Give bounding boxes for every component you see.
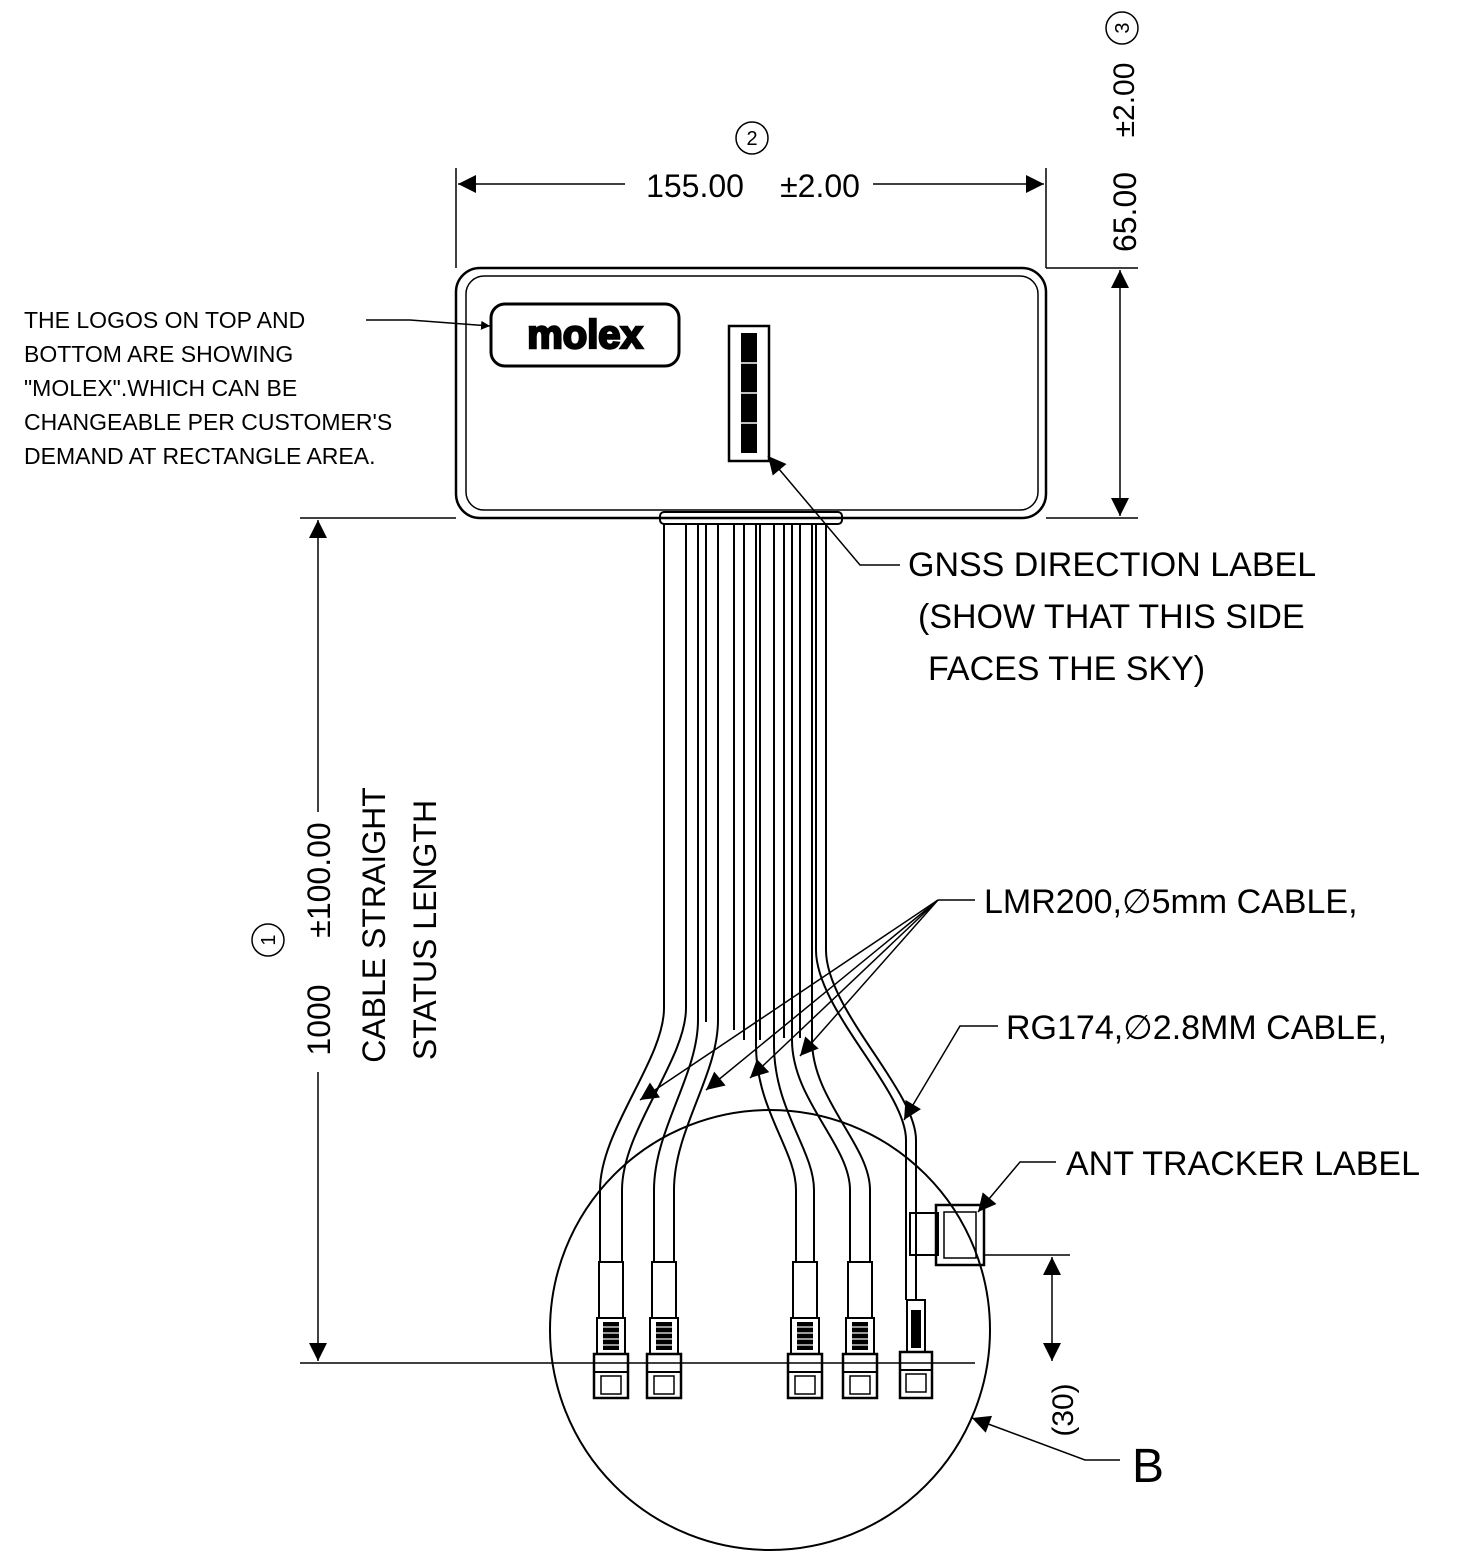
ant-tracker-label-box <box>909 1203 986 1267</box>
antenna-housing <box>454 266 1048 520</box>
lmr200-note: LMR200,∅5mm CABLE, <box>639 883 1358 1101</box>
cable-bundle <box>599 524 917 1300</box>
width-value: 155.00 <box>646 168 744 204</box>
rg174-note: RG174,∅2.8MM CABLE, <box>903 1009 1387 1121</box>
connector-offset-value: (30) <box>1047 1383 1080 1436</box>
detail-b-circle <box>549 1109 991 1551</box>
cable-length-tolerance: ±100.00 <box>301 822 337 937</box>
detail-b-callout: B <box>971 1415 1164 1493</box>
sma-connector <box>841 1261 879 1400</box>
sma-connector <box>592 1261 630 1400</box>
logo-note-line-5: DEMAND AT RECTANGLE AREA. <box>24 443 375 469</box>
logo-note: THE LOGOS ON TOP AND BOTTOM ARE SHOWING … <box>24 307 491 469</box>
height-value: 65.00 <box>1107 172 1143 252</box>
height-dimension: 65.00 ±2.00 3 <box>1046 11 1143 519</box>
rg174-note-text: RG174,∅2.8MM CABLE, <box>1006 1009 1387 1047</box>
cable-grommet <box>659 511 843 525</box>
height-tolerance: ±2.00 <box>1108 63 1141 138</box>
width-dimension: 155.00 ±2.00 2 <box>455 121 1047 268</box>
rg174-connector <box>898 1299 934 1400</box>
gnss-note-line-3: FACES THE SKY) <box>928 650 1205 688</box>
cable-length-dimension: 1000 ±100.00 1 CABLE STRAIGHT STATUS LEN… <box>251 517 975 1364</box>
balloon-2 <box>735 121 769 155</box>
cable-length-note-line2: STATUS LENGTH <box>407 800 443 1060</box>
sma-connector <box>786 1261 824 1400</box>
connector-group <box>592 1261 934 1400</box>
sma-connector <box>645 1261 683 1400</box>
detail-b-label: B <box>1132 1440 1164 1493</box>
ant-tracker-note: ANT TRACKER LABEL <box>977 1145 1420 1213</box>
balloon-3 <box>1105 11 1139 45</box>
balloon-1-label: 1 <box>258 934 280 945</box>
logo-note-line-3: "MOLEX".WHICH CAN BE <box>24 375 297 401</box>
gnss-label-area <box>727 324 771 463</box>
cable-length-value: 1000 <box>301 984 337 1055</box>
balloon-3-label: 3 <box>1112 22 1134 33</box>
connector-offset-dimension: (30) <box>984 1254 1080 1437</box>
width-tolerance: ±2.00 <box>780 168 860 204</box>
gnss-note-line-2: (SHOW THAT THIS SIDE <box>918 598 1305 636</box>
balloon-2-label: 2 <box>746 128 757 150</box>
ant-tracker-note-text: ANT TRACKER LABEL <box>1066 1145 1420 1183</box>
lmr200-note-text: LMR200,∅5mm CABLE, <box>984 883 1358 921</box>
gnss-note: GNSS DIRECTION LABEL (SHOW THAT THIS SID… <box>767 455 1316 688</box>
logo-note-line-2: BOTTOM ARE SHOWING <box>24 341 293 367</box>
molex-logo-text: molex <box>527 313 643 357</box>
gnss-note-line-1: GNSS DIRECTION LABEL <box>908 546 1316 584</box>
logo-note-line-1: THE LOGOS ON TOP AND <box>24 307 305 333</box>
molex-logo: molex <box>489 302 681 368</box>
balloon-1 <box>251 923 285 957</box>
cable-length-note-line1: CABLE STRAIGHT <box>356 787 392 1063</box>
logo-note-line-4: CHANGEABLE PER CUSTOMER'S <box>24 409 392 435</box>
